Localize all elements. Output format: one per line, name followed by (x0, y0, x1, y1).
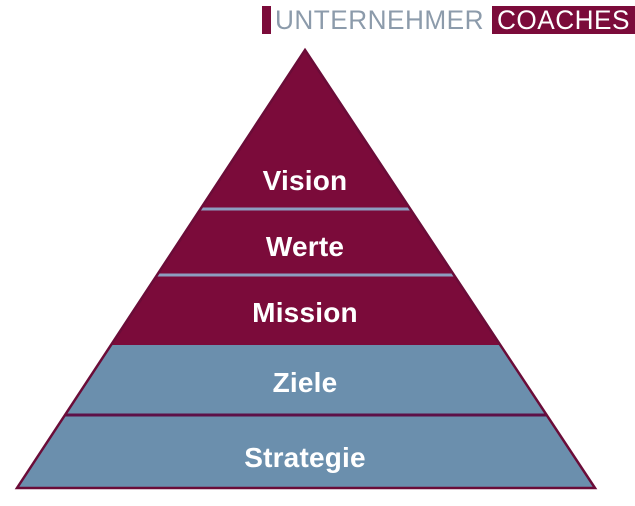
logo-wordmark: UNTERNEHMER (275, 4, 485, 35)
pyramid-tier-label-werte: Werte (266, 231, 344, 262)
pyramid-outline (14, 47, 598, 490)
pyramid-tier-ziele-fill (17, 345, 595, 415)
logo-bar-icon (262, 6, 271, 34)
brand-logo: UNTERNEHMER COACHES (262, 4, 635, 36)
logo-boxed-word-container: COACHES (491, 4, 635, 35)
logo-boxed-word: COACHES (496, 4, 630, 35)
pyramid-tier-fills (17, 50, 595, 488)
pyramid-tier-label-vision: Vision (263, 165, 348, 196)
pyramid-tier-label-ziele: Ziele (273, 367, 338, 398)
pyramid-tier-label-mission: Mission (252, 297, 358, 328)
pyramid-tier-dividers (61, 207, 549, 417)
pyramid-tier-strategie-fill (17, 415, 595, 488)
pyramid-tier-label-strategie: Strategie (244, 442, 366, 473)
